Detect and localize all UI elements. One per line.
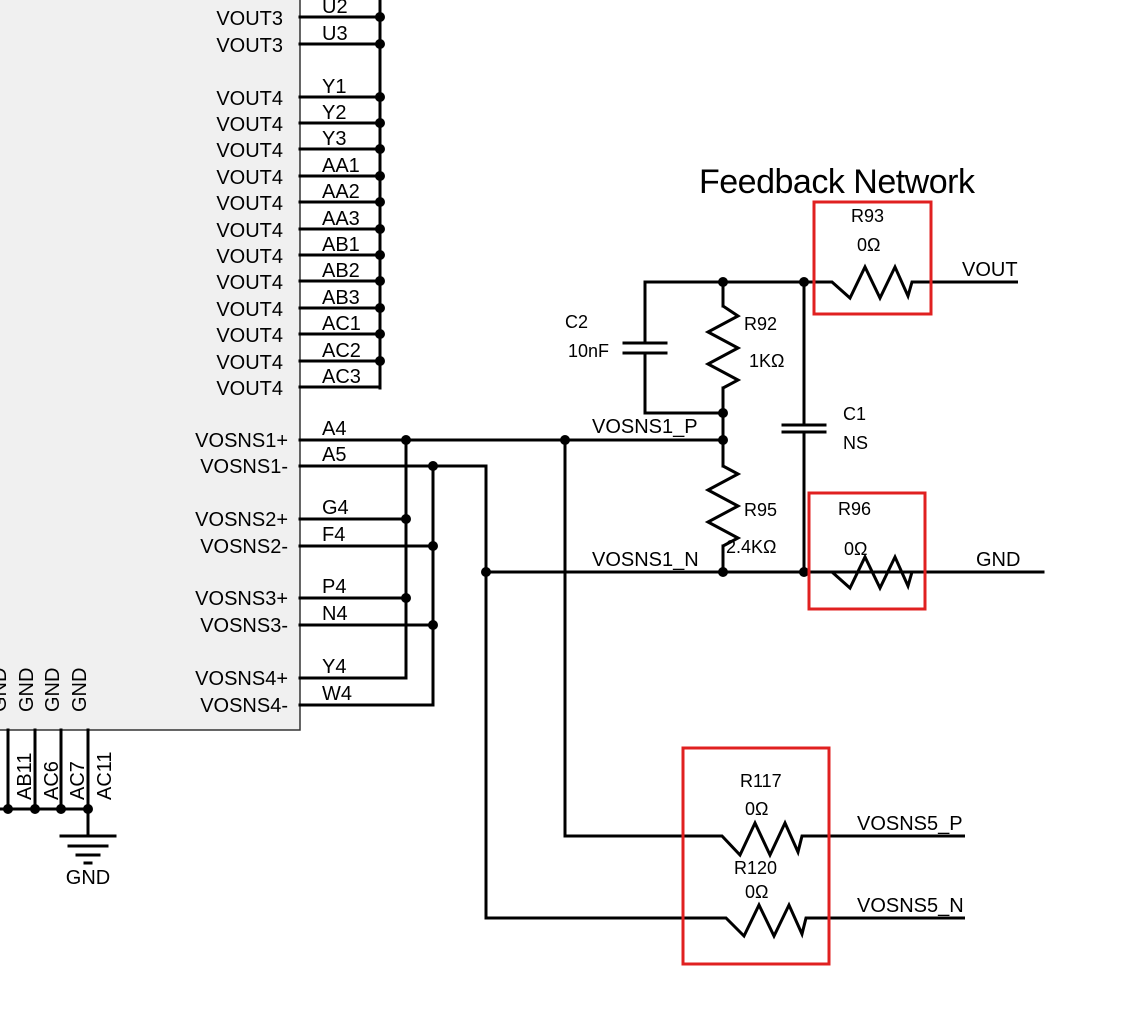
pin-net-label: VOUT4 (216, 167, 283, 189)
pin-net-label: VOUT3 (216, 35, 283, 57)
pin-number: P4 (322, 576, 346, 598)
pin-number: W4 (322, 683, 352, 705)
highlight-r93 (812, 200, 933, 316)
pin-number: U2 (322, 0, 348, 18)
r96-value: 0Ω (844, 539, 867, 559)
gnd-pin-group: GND AB11 GND AC6 GND AC7 GND AC11 (0, 668, 116, 814)
c2-ref: C2 (565, 312, 588, 332)
pin-number: AA2 (322, 181, 360, 203)
r95-ref: R95 (744, 500, 777, 520)
junction (718, 408, 728, 418)
r95-value: 2.4KΩ (726, 537, 776, 557)
pin-net-label: GND (16, 668, 38, 712)
pin-number: A4 (322, 418, 346, 440)
pin-net-label: VOSNS1- (200, 456, 288, 478)
pin-number: AA1 (322, 155, 360, 177)
pin-number: AB1 (322, 234, 360, 256)
net-label-gnd: GND (976, 549, 1020, 571)
net-label-vosns1-n: VOSNS1_N (592, 549, 699, 571)
net-label-vosns5-n: VOSNS5_N (857, 895, 964, 917)
pin-net-label: GND (42, 668, 64, 712)
pin-net-label: VOUT4 (216, 325, 283, 347)
r117-symbol (700, 819, 965, 859)
pin-number: N4 (322, 603, 348, 625)
net-label-vout: VOUT (962, 259, 1018, 281)
r93-ref: R93 (851, 206, 884, 226)
r96-symbol (826, 553, 914, 592)
junction (428, 541, 438, 551)
r93-symbol (818, 263, 1018, 302)
pin-net-label: VOSNS4+ (195, 668, 288, 690)
pin-net-label: GND (0, 668, 11, 712)
pin-net-label: VOUT4 (216, 352, 283, 374)
junction (718, 567, 728, 577)
pin-number: U3 (322, 23, 348, 45)
pin-number: AC11 (94, 751, 116, 800)
ic-body (0, 0, 301, 731)
gnd-symbol-label: GND (66, 867, 110, 889)
r93-value: 0Ω (857, 235, 880, 255)
pin-net-label: VOSNS2+ (195, 509, 288, 531)
r120-value: 0Ω (745, 882, 768, 902)
pin-number: A5 (322, 444, 346, 466)
pin-net-label: VOUT4 (216, 299, 283, 321)
junction (428, 620, 438, 630)
pin-number: AA3 (322, 208, 360, 230)
pin-number: AB2 (322, 260, 360, 282)
r96-ref: R96 (838, 499, 871, 519)
r95-symbol (704, 464, 742, 548)
pin-number: Y4 (322, 656, 346, 678)
pin-net-label: VOUT4 (216, 220, 283, 242)
net-label-vosns5-p: VOSNS5_P (857, 813, 963, 835)
vosns1-n-trace (298, 464, 702, 920)
pin-number: AB3 (322, 287, 360, 309)
r92-symbol (704, 304, 742, 390)
highlight-r96 (807, 491, 927, 611)
pin-net-label: VOUT3 (216, 8, 283, 30)
pin-net-label: VOUT4 (216, 140, 283, 162)
vosns5-p-trace (563, 438, 702, 838)
pin-net-label: GND (69, 668, 91, 712)
pin-net-label: VOSNS2- (200, 536, 288, 558)
junction (401, 514, 411, 524)
pin-net-label: VOUT4 (216, 378, 283, 400)
pin-number: AC2 (322, 340, 361, 362)
junction (401, 593, 411, 603)
pin-number: Y2 (322, 102, 346, 124)
pin-number: AC7 (67, 761, 89, 800)
pin-number: F4 (322, 524, 345, 546)
c1-value: NS (843, 433, 868, 453)
r117-ref: R117 (740, 771, 782, 791)
pin-net-label: VOSNS3- (200, 615, 288, 637)
pin-number: AC6 (41, 761, 63, 800)
highlight-r117-r120 (681, 746, 831, 966)
pin-net-label: VOUT4 (216, 114, 283, 136)
r120-symbol (700, 901, 965, 940)
pin-net-label: VOUT4 (216, 88, 283, 110)
r117-value: 0Ω (745, 799, 768, 819)
pin-net-label: VOUT4 (216, 193, 283, 215)
junction (718, 435, 728, 445)
pin-number: AC1 (322, 313, 361, 335)
pin-number: Y3 (322, 128, 346, 150)
pin-net-label: VOUT4 (216, 272, 283, 294)
pin-net-label: VOSNS1+ (195, 430, 288, 452)
pin-net-label: VOSNS3+ (195, 588, 288, 610)
diagram-title: Feedback Network (699, 163, 976, 201)
junction (799, 567, 809, 577)
r92-ref: R92 (744, 314, 777, 334)
c1-ref: C1 (843, 404, 866, 424)
pin-net-label: VOUT4 (216, 246, 283, 268)
pin-number: G4 (322, 497, 349, 519)
net-label-vosns1-p: VOSNS1_P (592, 416, 698, 438)
pin-number: AB11 (14, 753, 36, 800)
pin-number: AC3 (322, 366, 361, 388)
pin-number: Y1 (322, 76, 346, 98)
r120-ref: R120 (734, 858, 777, 878)
c2-value: 10nF (568, 341, 609, 361)
pin-net-label: VOSNS4- (200, 695, 288, 717)
c2-wire-bottom (643, 354, 725, 415)
r92-value: 1KΩ (749, 351, 784, 371)
